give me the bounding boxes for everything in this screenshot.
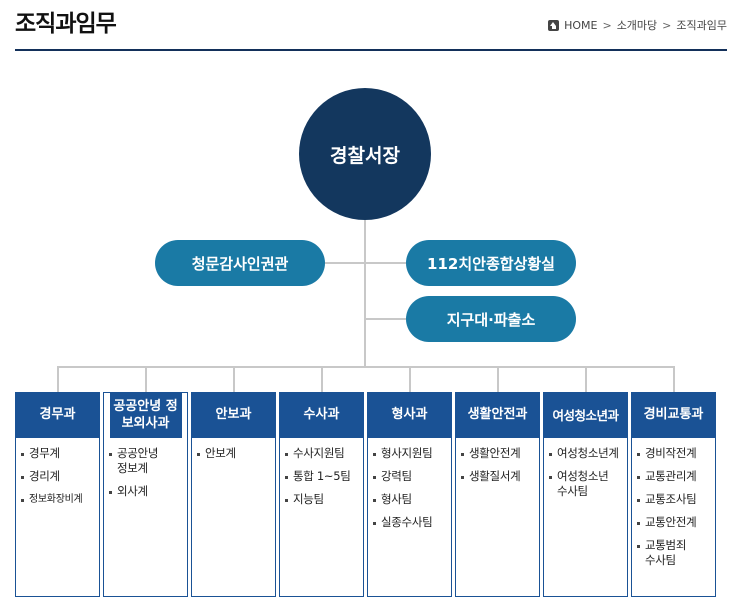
task-item: 강력팀 [373, 469, 447, 484]
connector-drop [57, 366, 59, 392]
department-box: 여성청소년과 여성청소년계 여성청소년 수사팀 [543, 392, 628, 597]
patrol-division-node: 지구대·파출소 [406, 296, 576, 342]
home-icon[interactable] [548, 19, 560, 31]
task-item: 형사지원팀 [373, 446, 447, 461]
task-item: 수사지원팀 [285, 446, 359, 461]
task-item: 실종수사팀 [373, 515, 447, 530]
department-box: 경비교통과 경비작전계 교통관리계 교통조사팀 교통안전계 교통범죄 수사팀 [631, 392, 716, 597]
task-item: 경리계 [21, 469, 95, 484]
department-title: 경비교통과 [632, 393, 715, 438]
department-box: 공공안녕 정보외사과 공공안녕 정보계 외사계 [103, 392, 188, 597]
task-item: 생활질서계 [461, 469, 535, 484]
department-task-list: 경비작전계 교통관리계 교통조사팀 교통안전계 교통범죄 수사팀 [632, 438, 715, 568]
task-item: 공공안녕 정보계 [109, 446, 169, 476]
connector-drop [673, 366, 675, 392]
breadcrumb-section[interactable]: 소개마당 [616, 19, 658, 32]
task-item: 교통조사팀 [637, 492, 711, 507]
breadcrumb-current: 조직과임무 [676, 19, 727, 32]
audit-office-node: 청문감사인권관 [155, 240, 325, 286]
task-item: 외사계 [109, 484, 183, 499]
task-item: 지능팀 [285, 492, 359, 507]
connector-drop [585, 366, 587, 392]
task-item: 여성청소년계 [549, 446, 623, 461]
task-item: 경무계 [21, 446, 95, 461]
task-item: 통합 1~5팀 [285, 469, 359, 484]
connector-drop [497, 366, 499, 392]
task-item: 안보계 [197, 446, 271, 461]
department-task-list: 안보계 [192, 438, 275, 461]
department-title: 생활안전과 [456, 393, 539, 438]
department-box: 안보과 안보계 [191, 392, 276, 597]
department-task-list: 형사지원팀 강력팀 형사팀 실종수사팀 [368, 438, 451, 530]
breadcrumb-home[interactable]: HOME [564, 18, 598, 32]
connector-departments-bar [57, 366, 675, 368]
police-chief-node: 경찰서장 [299, 88, 431, 220]
task-item: 교통안전계 [637, 515, 711, 530]
department-task-list: 여성청소년계 여성청소년 수사팀 [544, 438, 627, 499]
department-box: 형사과 형사지원팀 강력팀 형사팀 실종수사팀 [367, 392, 452, 597]
connector-trunk [364, 220, 366, 367]
department-task-list: 수사지원팀 통합 1~5팀 지능팀 [280, 438, 363, 507]
connector-drop [145, 366, 147, 392]
department-title: 안보과 [192, 393, 275, 438]
task-item: 정보화장비계 [21, 492, 95, 507]
department-box: 생활안전과 생활안전계 생활질서계 [455, 392, 540, 597]
department-box: 수사과 수사지원팀 통합 1~5팀 지능팀 [279, 392, 364, 597]
breadcrumb: HOME > 소개마당 > 조직과임무 [548, 17, 727, 33]
connector-staff-right [365, 262, 406, 264]
chevron-right-icon: > [662, 18, 672, 32]
department-title: 경무과 [16, 393, 99, 438]
chevron-right-icon: > [602, 18, 612, 32]
task-item: 교통범죄 수사팀 [637, 538, 695, 568]
connector-drop [233, 366, 235, 392]
department-task-list: 생활안전계 생활질서계 [456, 438, 539, 484]
task-item: 여성청소년 수사팀 [549, 469, 619, 499]
task-item: 형사팀 [373, 492, 447, 507]
header-divider [15, 49, 727, 51]
department-task-list: 경무계 경리계 정보화장비계 [16, 438, 99, 507]
connector-drop [409, 366, 411, 392]
situation-room-node: 112치안종합상황실 [406, 240, 576, 286]
department-title: 여성청소년과 [544, 393, 627, 438]
connector-drop [321, 366, 323, 392]
task-item: 경비작전계 [637, 446, 711, 461]
page-title: 조직과임무 [15, 11, 117, 37]
department-title: 공공안녕 정보외사과 [109, 393, 182, 438]
department-title: 형사과 [368, 393, 451, 438]
department-task-list: 공공안녕 정보계 외사계 [104, 438, 187, 499]
connector-staff-left [325, 262, 365, 264]
department-box: 경무과 경무계 경리계 정보화장비계 [15, 392, 100, 597]
task-item: 교통관리계 [637, 469, 711, 484]
department-title: 수사과 [280, 393, 363, 438]
connector-staff-right-2 [365, 318, 406, 320]
task-item: 생활안전계 [461, 446, 535, 461]
